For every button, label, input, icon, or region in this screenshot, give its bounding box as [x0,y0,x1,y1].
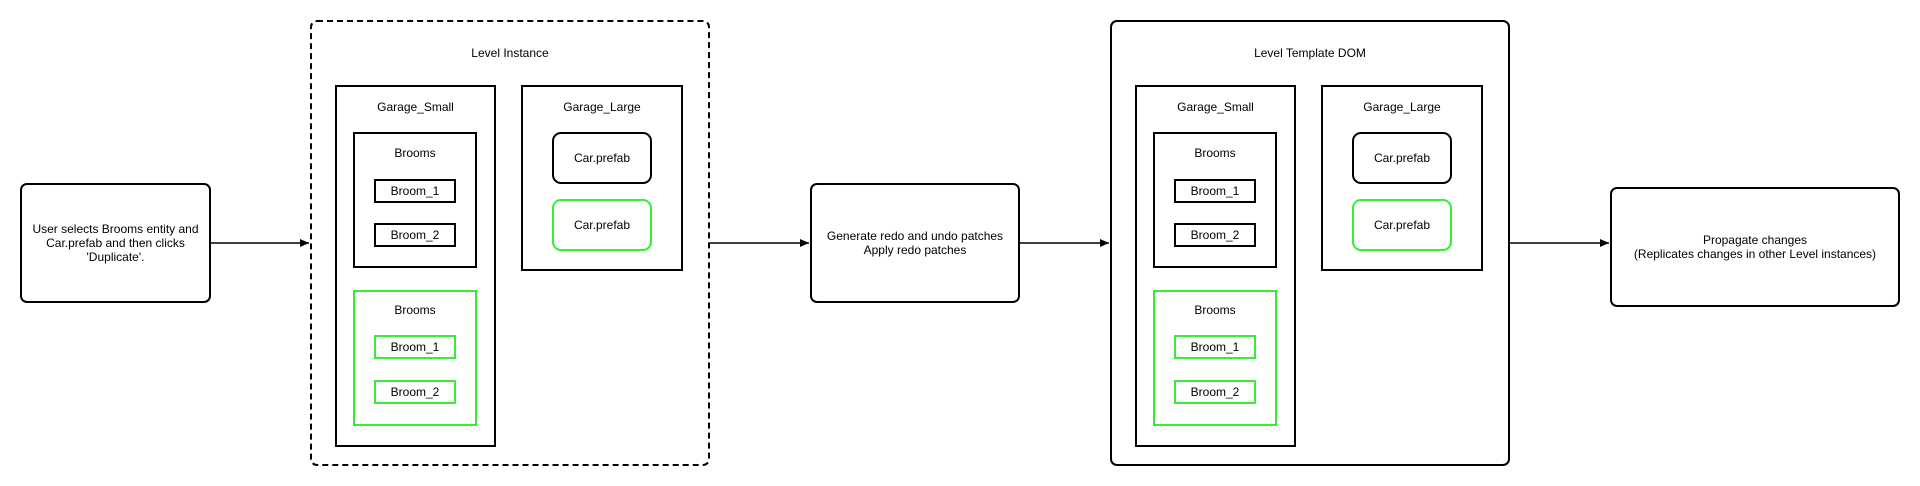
garage-large-box: Garage_Large Car.prefab Car.prefab [521,85,683,271]
garage-large-title: Garage_Large [563,100,641,114]
brooms-original-box: Brooms Broom_1 Broom_2 [353,132,477,268]
level-instance-title: Level Instance [471,46,549,60]
template-broom-2-duplicate-node: Broom_2 [1174,380,1256,404]
car-prefab-duplicate-node: Car.prefab [552,199,652,251]
car-prefab-node: Car.prefab [552,132,652,184]
brooms-duplicate-box: Brooms Broom_1 Broom_2 [353,290,477,426]
broom-2-node: Broom_2 [374,223,456,247]
template-garage-small-title: Garage_Small [1177,100,1254,114]
patches-text: Generate redo and undo patches Apply red… [826,229,1004,257]
template-broom-2-node: Broom_2 [1174,223,1256,247]
broom-1-duplicate-node: Broom_1 [374,335,456,359]
template-brooms-duplicate-title: Brooms [1194,303,1236,317]
level-template-dom-container: Level Template DOM Garage_Small Brooms B… [1110,20,1510,466]
broom-2-duplicate-node: Broom_2 [374,380,456,404]
template-brooms-duplicate-box: Brooms Broom_1 Broom_2 [1153,290,1277,426]
broom-1-node: Broom_1 [374,179,456,203]
patches-step: Generate redo and undo patches Apply red… [810,183,1020,303]
user-action-text: User selects Brooms entity and Car.prefa… [32,222,199,264]
template-car-prefab-node: Car.prefab [1352,132,1452,184]
garage-small-title: Garage_Small [377,100,454,114]
garage-small-box: Garage_Small Brooms Broom_1 Broom_2 Broo… [335,85,496,447]
template-car-prefab-duplicate-node: Car.prefab [1352,199,1452,251]
level-template-dom-title: Level Template DOM [1254,46,1366,60]
propagate-step: Propagate changes (Replicates changes in… [1610,187,1900,307]
template-garage-small-box: Garage_Small Brooms Broom_1 Broom_2 Broo… [1135,85,1296,447]
user-action-step: User selects Brooms entity and Car.prefa… [20,183,211,303]
template-broom-1-duplicate-node: Broom_1 [1174,335,1256,359]
template-brooms-original-box: Brooms Broom_1 Broom_2 [1153,132,1277,268]
level-instance-container: Level Instance Garage_Small Brooms Broom… [310,20,710,466]
brooms-original-title: Brooms [394,146,436,160]
brooms-duplicate-title: Brooms [394,303,436,317]
template-garage-large-title: Garage_Large [1363,100,1441,114]
template-garage-large-box: Garage_Large Car.prefab Car.prefab [1321,85,1483,271]
template-broom-1-node: Broom_1 [1174,179,1256,203]
template-brooms-original-title: Brooms [1194,146,1236,160]
propagate-text: Propagate changes (Replicates changes in… [1633,233,1877,261]
